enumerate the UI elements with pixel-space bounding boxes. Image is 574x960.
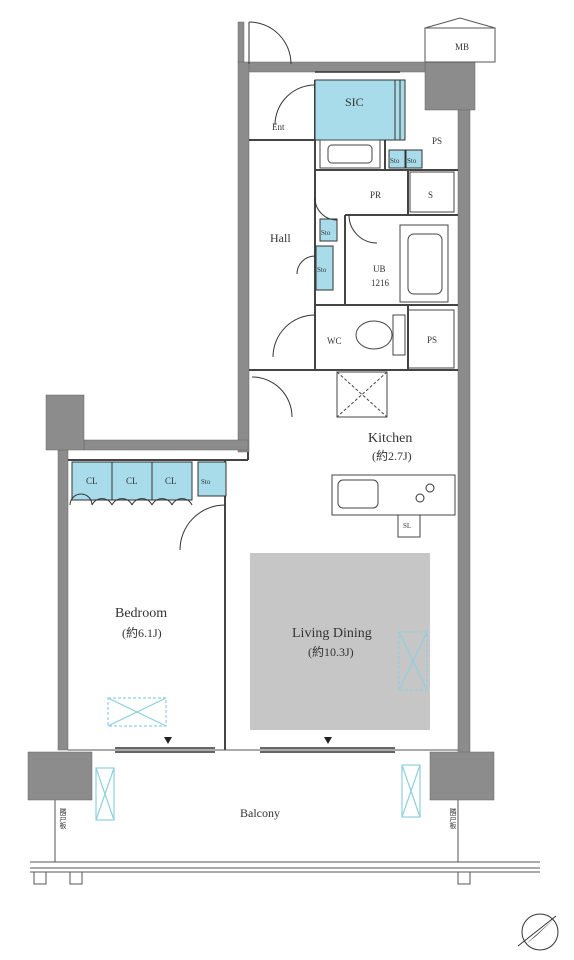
kitchen-size-label: (約2.7J)	[372, 448, 412, 463]
cl-label-3: CL	[165, 476, 177, 486]
sto-label-2: Sto	[407, 157, 417, 165]
ub-label: UB	[373, 264, 386, 274]
ps-mid-label: PS	[427, 335, 437, 345]
sto-label-1: Sto	[390, 157, 400, 165]
sic-shelf	[394, 80, 401, 140]
cl-label-1: CL	[86, 476, 98, 486]
wc-label: WC	[327, 336, 342, 346]
cl-label-2: CL	[126, 476, 138, 486]
living-floor	[250, 553, 430, 730]
bedroom-size-label: (約6.1J)	[122, 625, 162, 640]
partitions	[68, 80, 458, 750]
living-size-label: (約10.3J)	[308, 644, 354, 659]
balcony-label: Balcony	[240, 806, 280, 820]
north-arrow-icon	[517, 913, 559, 951]
mb-label: MB	[455, 42, 469, 52]
ub-size-label: 1216	[371, 278, 390, 288]
kitchen-label: Kitchen	[368, 431, 412, 446]
sic-label: SIC	[345, 95, 364, 109]
living-label: Living Dining	[292, 626, 372, 641]
evac-label-2: 隣戸板	[449, 807, 457, 830]
stove-burners	[415, 483, 435, 503]
sto-bed-label: Sto	[201, 478, 211, 486]
hall-label: Hall	[270, 231, 291, 245]
mb-box	[424, 17, 496, 63]
s-label: S	[428, 190, 433, 200]
storage-blocks	[71, 79, 423, 501]
sto-hall-label-2: Sto	[317, 266, 327, 274]
evac-label-1: 隣戸板	[59, 807, 67, 830]
bedroom-label: Bedroom	[115, 606, 167, 621]
walls	[27, 21, 495, 801]
door-swings	[69, 21, 378, 551]
window-markers	[164, 737, 332, 744]
fixtures	[319, 139, 456, 538]
balcony-edge	[30, 749, 540, 885]
ac-marks	[95, 631, 428, 821]
ent-label: Ent	[272, 122, 285, 132]
pr-label: PR	[370, 190, 381, 200]
windows	[115, 71, 400, 753]
ps-top-label: PS	[432, 136, 442, 146]
sl-label: SL	[403, 522, 411, 530]
sto-hall-label-1: Sto	[321, 229, 331, 237]
